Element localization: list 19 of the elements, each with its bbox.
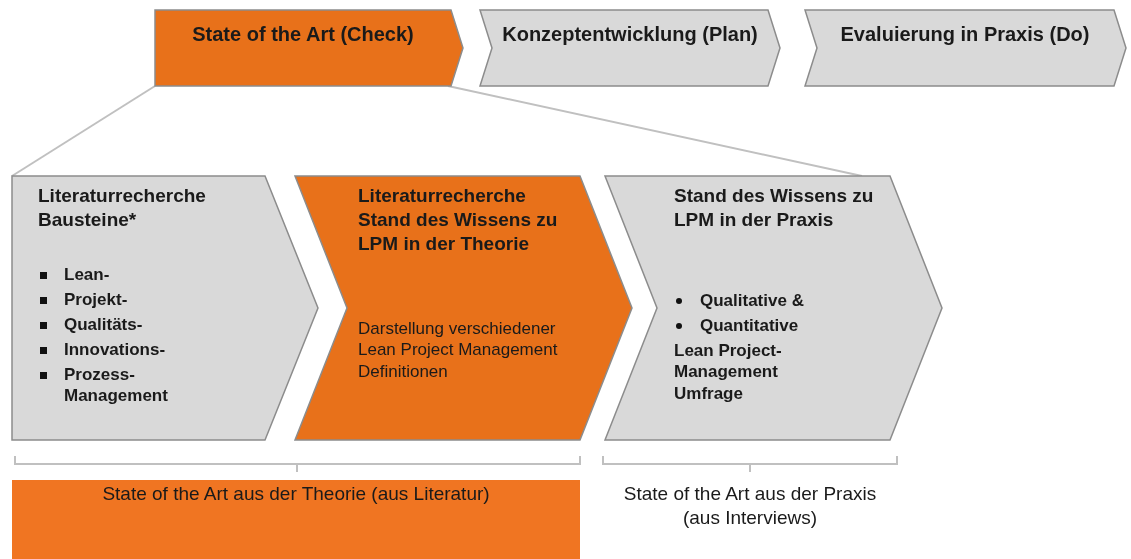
heading: Evaluierung in Praxis (Do) [839, 22, 1091, 47]
heading: State of the Art aus der Praxis (aus Interviews) [622, 482, 878, 530]
heading: Literaturrecherche Bausteine* [38, 184, 207, 232]
list-item: Innovations- [64, 339, 167, 361]
list-item: Prozess- Management [64, 364, 169, 407]
list-item: Quantitative [700, 315, 800, 337]
list-item: Projekt- [64, 289, 129, 311]
body-text: Lean Project- Management Umfrage [674, 340, 783, 404]
heading: Konzeptentwicklung (Plan) [501, 22, 759, 47]
heading: Stand des Wissens zu LPM in der Praxis [674, 184, 874, 232]
heading: State of the Art aus der Theorie (aus Literatur) [101, 482, 491, 506]
list-item: Lean- [64, 264, 111, 286]
heading: State of the Art (Check) [191, 22, 415, 47]
heading: Literaturrecherche Stand des Wissens zu LPM in der Theorie [358, 184, 559, 256]
list-item: Qualitative & [700, 290, 805, 312]
connector-line [11, 85, 156, 177]
list-item: Qualitäts- [64, 314, 144, 336]
body-text: Darstellung verschiedener Lean Project Management Definitionen [358, 318, 559, 382]
connector-line [447, 85, 863, 177]
